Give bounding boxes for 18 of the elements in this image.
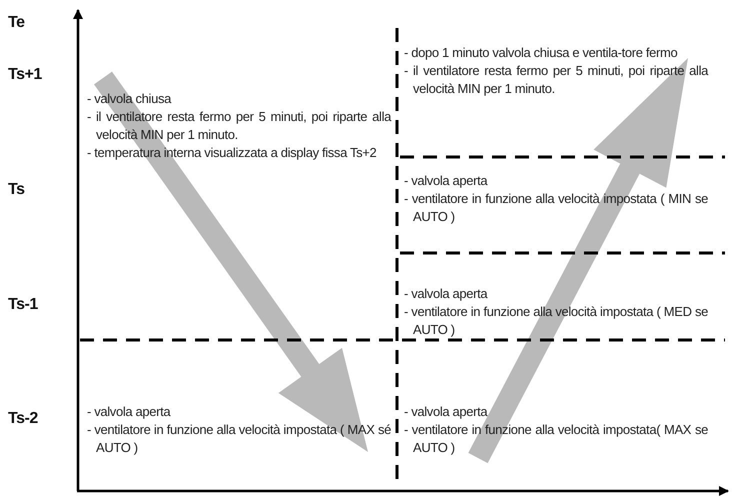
condition-note: - ventilatore in funzione alla velocità impostata ( MED se AUTO ): [404, 303, 708, 339]
condition-note: - il ventilatore resta fermo per 5 minuti, poi riparte alla velocità MIN per 1 minuto.: [404, 62, 708, 98]
axis-level-label: Te: [8, 14, 24, 32]
axis-level-label: Ts-1: [8, 296, 38, 314]
condition-note: - il ventilatore resta fermo per 5 minuti, poi riparte alla velocità MIN per 1 minuto.: [87, 108, 391, 144]
condition-note: - valvola aperta: [404, 403, 489, 421]
condition-note: - ventilatore in funzione alla velocità impostata ( MIN se AUTO ): [404, 190, 708, 226]
condition-note: - dopo 1 minuto valvola chiusa e ventila-tore fermo: [404, 44, 678, 62]
condition-note: - valvola aperta: [404, 172, 489, 190]
axis-level-label: Ts-2: [8, 410, 38, 428]
condition-note: - ventilatore in funzione alla velocità impostata ( MAX sé AUTO ): [87, 421, 391, 457]
condition-note: - valvola aperta: [87, 403, 172, 421]
condition-note: - ventilatore in funzione alla velocità impostata( MAX se AUTO ): [404, 421, 708, 457]
condition-note: - valvola aperta: [404, 285, 489, 303]
axis-level-label: Ts+1: [8, 66, 42, 84]
condition-note: - temperatura interna visualizzata a display fissa Ts+2: [87, 144, 378, 162]
axis-level-label: Ts: [8, 181, 24, 199]
condition-note: - valvola chiusa: [87, 90, 172, 108]
